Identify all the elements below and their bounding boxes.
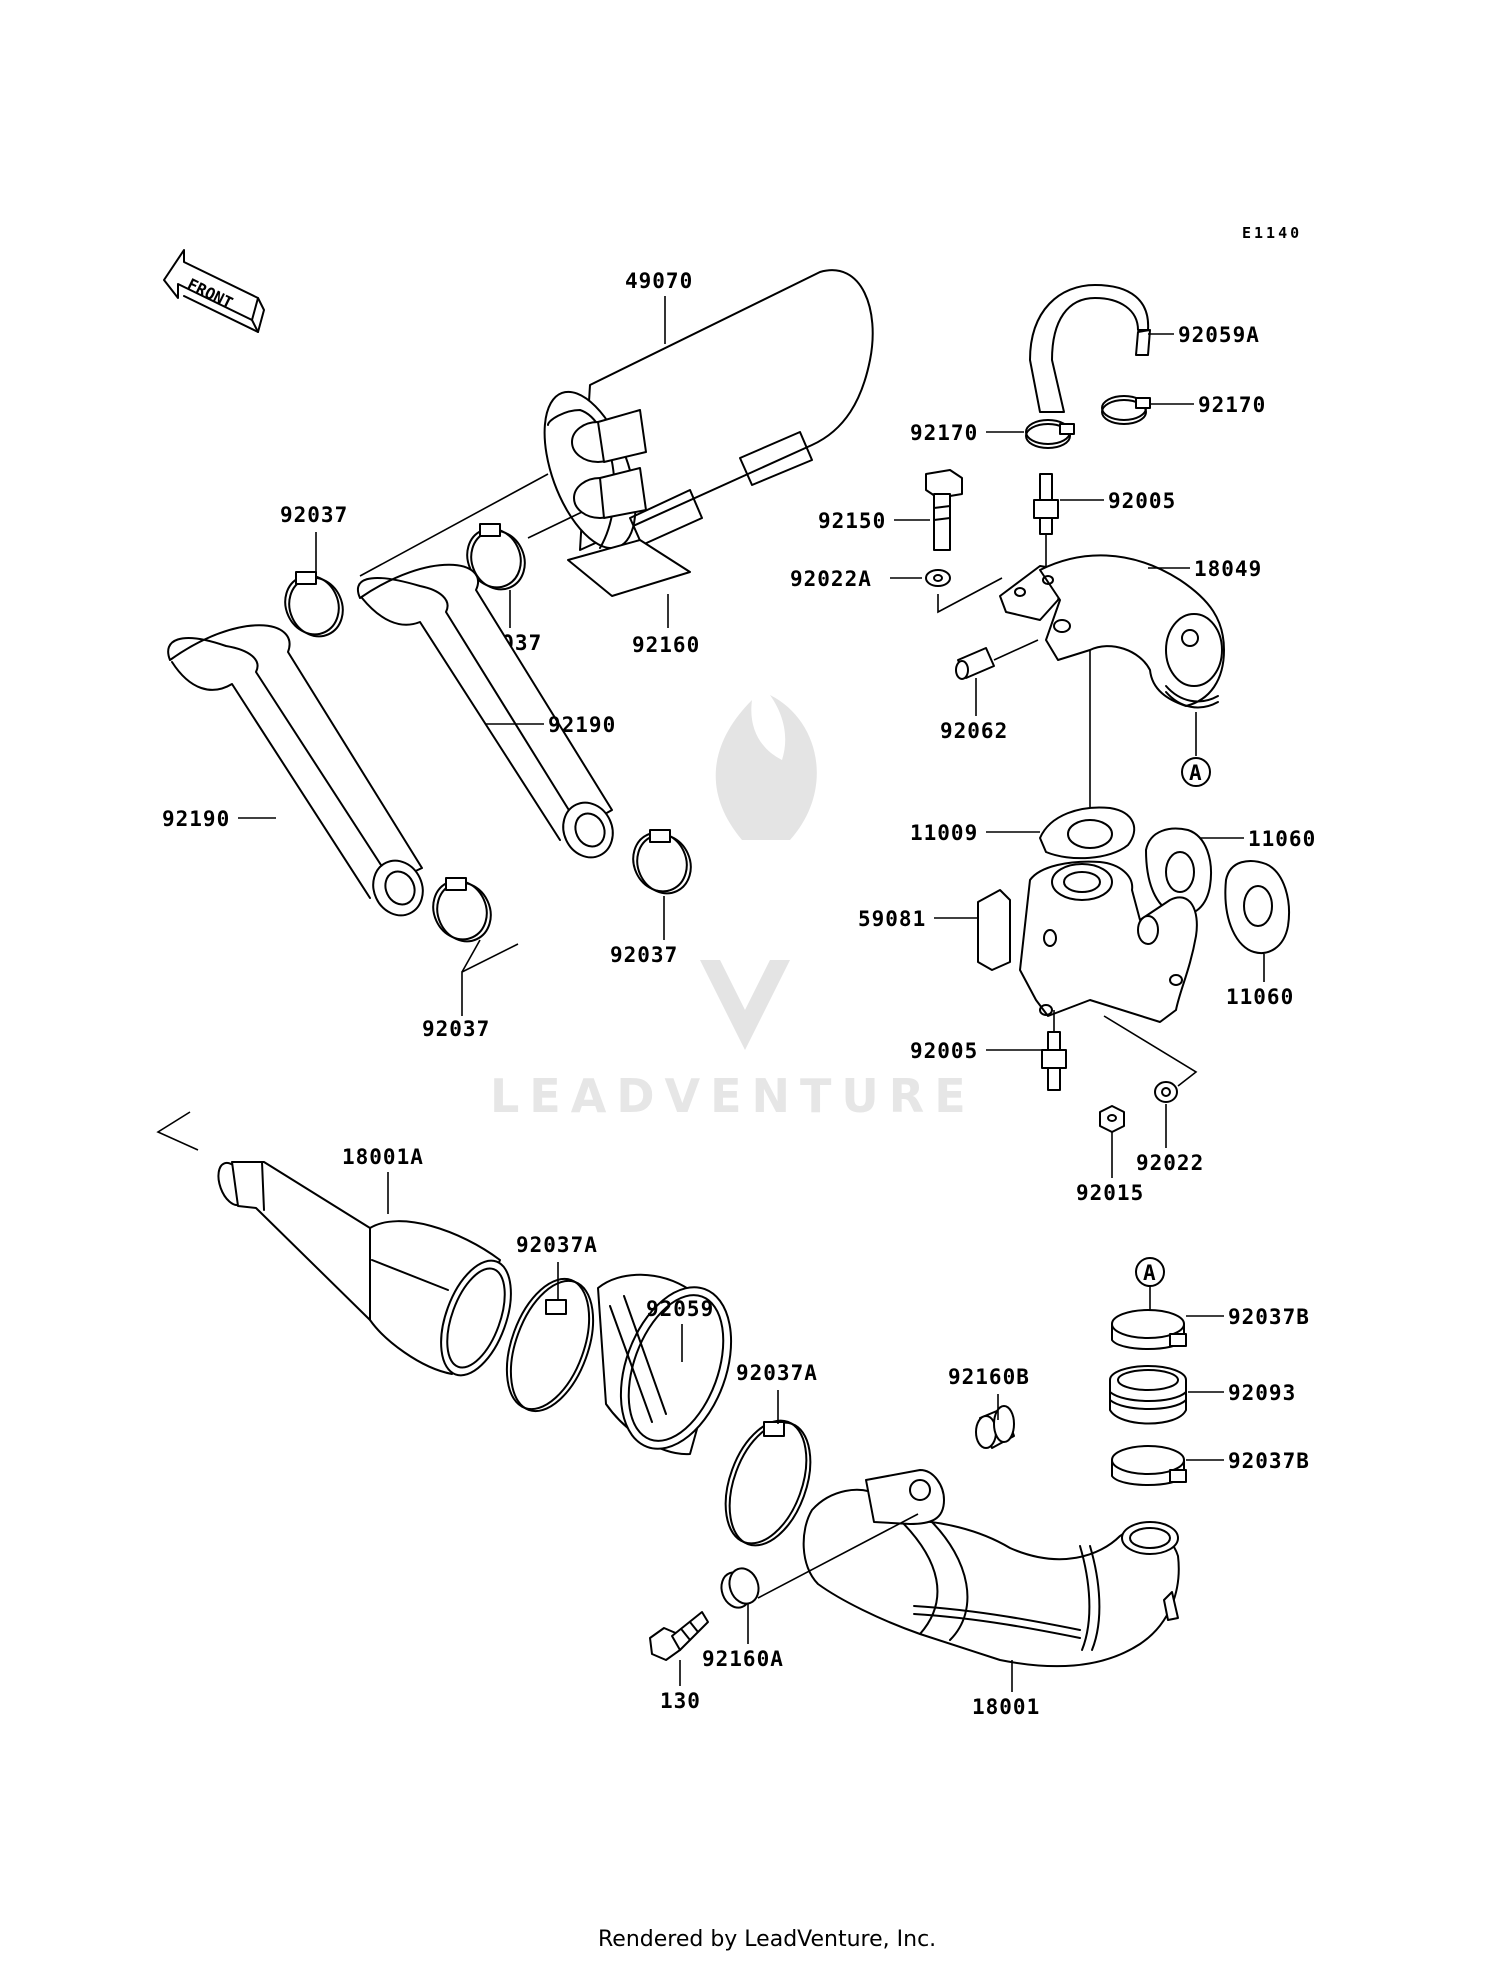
footer-credit: Rendered by LeadVenture, Inc. — [598, 1927, 936, 1952]
label-92059: 92059 — [646, 1297, 714, 1321]
ref-a-bottom-label: A — [1143, 1261, 1157, 1285]
label-92037A-right: 92037A — [736, 1361, 818, 1385]
label-92022A: 92022A — [790, 567, 872, 591]
band-clamp-b-top — [1111, 1309, 1187, 1350]
exhaust-manifold — [977, 860, 1198, 1023]
label-92037A-left: 92037A — [516, 1233, 598, 1257]
label-92150: 92150 — [818, 509, 886, 533]
rubber-grommet — [720, 1567, 760, 1609]
label-18001A: 18001A — [342, 1145, 424, 1169]
expansion-chamber — [802, 1469, 1180, 1668]
label-92160B: 92160B — [948, 1365, 1030, 1389]
label-11060-bottom: 11060 — [1226, 985, 1294, 1009]
rubber-damper — [975, 1405, 1015, 1449]
label-59081: 59081 — [858, 907, 926, 931]
exhaust-manifold-pipe — [999, 554, 1225, 709]
label-92037-bottom-left: 92037 — [422, 1017, 490, 1041]
front-arrow-icon: FRONT — [163, 249, 265, 333]
bolt-bottom — [649, 1611, 709, 1661]
label-92037B-bottom: 92037B — [1228, 1449, 1310, 1473]
label-18001: 18001 — [972, 1695, 1040, 1719]
washer-bottom — [1154, 1081, 1178, 1103]
label-92160: 92160 — [632, 633, 700, 657]
u-hose — [1029, 284, 1151, 413]
label-92160A: 92160A — [702, 1647, 784, 1671]
gasket-right-lower — [1224, 860, 1290, 954]
label-92037-top-left: 92037 — [280, 503, 348, 527]
label-11060-top: 11060 — [1248, 827, 1316, 851]
label-92190-upper: 92190 — [548, 713, 616, 737]
label-92015: 92015 — [1076, 1181, 1144, 1205]
leadventure-watermark: LEADVENTURE — [490, 695, 976, 1123]
diagram-code: E1140 — [1242, 224, 1302, 242]
band-clamp-a-right — [724, 1419, 812, 1547]
label-11009: 11009 — [910, 821, 978, 845]
hose-clamp-upper-left — [284, 571, 344, 638]
fitting-top — [1033, 473, 1059, 535]
label-92022: 92022 — [1136, 1151, 1204, 1175]
hose-clamp-bottom-left — [432, 877, 492, 943]
reference-a-top: A — [1181, 757, 1211, 787]
gasket-right-upper — [1145, 827, 1212, 916]
rubber-sleeve — [597, 1273, 733, 1456]
muffler — [543, 269, 874, 597]
label-49070: 49070 — [625, 269, 693, 293]
nut — [1099, 1105, 1125, 1133]
fitting-side — [955, 647, 995, 680]
fitting-bottom — [1041, 1031, 1067, 1091]
reference-a-bottom: A — [1135, 1257, 1165, 1287]
label-92170-left: 92170 — [910, 421, 978, 445]
label-92062: 92062 — [940, 719, 1008, 743]
label-18049: 18049 — [1194, 557, 1262, 581]
label-92005-bottom: 92005 — [910, 1039, 978, 1063]
label-92037B-top: 92037B — [1228, 1305, 1310, 1329]
label-92037-right-end: 92037 — [610, 943, 678, 967]
label-130: 130 — [660, 1689, 701, 1713]
label-92170-right: 92170 — [1198, 393, 1266, 417]
hose-clamp-small-left — [1025, 419, 1075, 449]
watermark-text: LEADVENTURE — [490, 1069, 976, 1123]
label-92093: 92093 — [1228, 1381, 1296, 1405]
hose-clamp-small-right — [1101, 395, 1151, 425]
gasket-center — [1039, 806, 1136, 860]
exhaust-hose-upper — [356, 563, 614, 859]
label-92190-left: 92190 — [162, 807, 230, 831]
ref-a-top-label: A — [1189, 761, 1203, 785]
exhaust-hose-left — [167, 624, 424, 917]
hose-clamp-right-end — [632, 829, 692, 895]
cone-tail-pipe — [217, 1161, 512, 1377]
label-92005-top: 92005 — [1108, 489, 1176, 513]
rubber-coupler — [1109, 1365, 1187, 1425]
washer-top — [925, 569, 951, 587]
label-92059A: 92059A — [1178, 323, 1260, 347]
bolt-top — [925, 469, 963, 551]
hose-clamp-upper-mid — [466, 523, 526, 591]
band-clamp-b-bottom — [1111, 1445, 1187, 1486]
band-clamp-a-left — [505, 1277, 595, 1413]
